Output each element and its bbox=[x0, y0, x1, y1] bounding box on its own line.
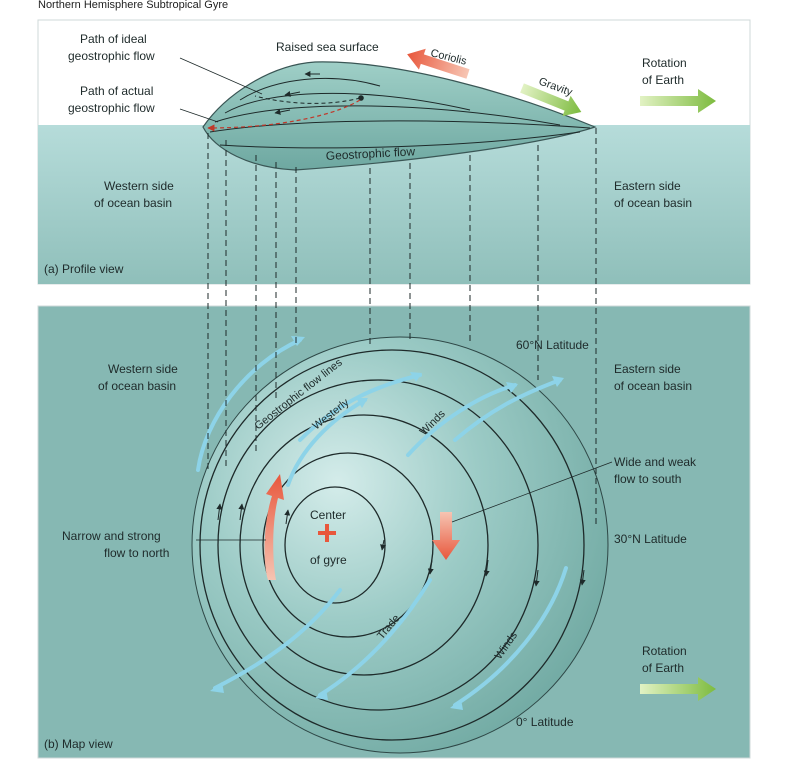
profile-eastern-label-2: of ocean basin bbox=[614, 196, 692, 210]
center-cross-icon bbox=[318, 524, 336, 542]
ideal-path-label-2: geostrophic flow bbox=[68, 49, 155, 63]
rotation-arrow-map bbox=[640, 677, 716, 701]
ideal-path-origin bbox=[358, 95, 364, 101]
geostrophic-flow-label: Geostrophic flow bbox=[325, 144, 415, 163]
ring-arrowhead bbox=[284, 509, 291, 525]
flow-arrowhead bbox=[284, 90, 301, 97]
profile-flow-line bbox=[209, 120, 591, 133]
narrow-strong-flow-arrow bbox=[264, 474, 284, 580]
flow-ring bbox=[199, 349, 585, 741]
lat-30-label: 30°N Latitude bbox=[614, 532, 687, 546]
ideal-leader-line bbox=[179, 57, 263, 95]
center-label-1: Center bbox=[310, 508, 346, 522]
flow-arrowhead bbox=[274, 108, 291, 115]
ring-arrowhead bbox=[579, 569, 586, 586]
profile-western-label-2: of ocean basin bbox=[94, 196, 172, 210]
map-panel-label: (b) Map view bbox=[44, 737, 113, 751]
gyre-disk bbox=[191, 336, 609, 754]
narrow-strong-label-1: Narrow and strong bbox=[62, 529, 161, 543]
rotation-label-map-1: Rotation bbox=[642, 644, 687, 658]
rotation-label-profile-1: Rotation bbox=[642, 56, 687, 70]
lat-60-label: 60°N Latitude bbox=[516, 338, 589, 352]
profile-flow-line bbox=[239, 77, 381, 101]
profile-western-label-1: Western side bbox=[104, 179, 174, 193]
rotation-label-map-2: of Earth bbox=[642, 661, 684, 675]
ideal-path-label-1: Path of ideal bbox=[80, 32, 147, 46]
profile-flow-line bbox=[224, 92, 471, 114]
westerly-arrowheads bbox=[291, 336, 564, 408]
westerly-wind-arrows bbox=[196, 338, 562, 487]
profile-panel-label: (a) Profile view bbox=[44, 262, 124, 276]
center-label-2: of gyre bbox=[310, 553, 347, 567]
wide-leader-line bbox=[451, 461, 613, 523]
raised-sea-surface-label: Raised sea surface bbox=[276, 40, 379, 54]
ring-arrowhead bbox=[483, 559, 490, 577]
flow-ring bbox=[239, 414, 489, 676]
coriolis-arrow bbox=[407, 48, 470, 79]
flow-ring bbox=[217, 379, 539, 711]
map-panel: Western side of ocean basin Eastern side… bbox=[37, 305, 751, 759]
map-western-label-1: Western side bbox=[108, 362, 178, 376]
ring-arrowhead bbox=[380, 539, 387, 551]
profile-panel: Path of ideal geostrophic flow Path of a… bbox=[37, 19, 751, 285]
lat-0-label: 0° Latitude bbox=[516, 715, 574, 729]
ideal-path-line bbox=[254, 95, 361, 104]
gravity-arrow bbox=[520, 83, 582, 117]
map-eastern-label-2: of ocean basin bbox=[614, 379, 692, 393]
actual-path-label-2: geostrophic flow bbox=[68, 101, 155, 115]
profile-eastern-label-1: Eastern side bbox=[614, 179, 681, 193]
wide-weak-label-2: flow to south bbox=[614, 472, 681, 486]
ring-arrowhead bbox=[216, 503, 223, 521]
ring-arrowhead bbox=[427, 559, 434, 575]
profile-flow-line bbox=[219, 131, 581, 149]
projection-lines bbox=[207, 128, 597, 525]
trade-wind-arrows bbox=[213, 566, 568, 707]
rotation-label-profile-2: of Earth bbox=[642, 73, 684, 87]
wide-weak-label-1: Wide and weak bbox=[614, 455, 697, 469]
ring-arrowhead bbox=[238, 503, 245, 521]
trade-arrowheads bbox=[210, 682, 463, 710]
profile-flow-line bbox=[214, 105, 561, 126]
diagram-title: Northern Hemisphere Subtropical Gyre bbox=[38, 0, 228, 11]
narrow-strong-label-2: flow to north bbox=[104, 546, 169, 560]
map-western-label-2: of ocean basin bbox=[98, 379, 176, 393]
ring-arrowhead bbox=[533, 569, 540, 587]
flow-ring bbox=[262, 452, 434, 638]
rotation-arrow-profile bbox=[640, 89, 716, 113]
actual-path-label-1: Path of actual bbox=[80, 84, 153, 98]
map-eastern-label-1: Eastern side bbox=[614, 362, 681, 376]
raised-mound bbox=[202, 61, 597, 171]
wide-weak-flow-arrow bbox=[432, 512, 460, 560]
actual-path-line bbox=[207, 99, 361, 132]
actual-leader-line bbox=[179, 108, 219, 123]
